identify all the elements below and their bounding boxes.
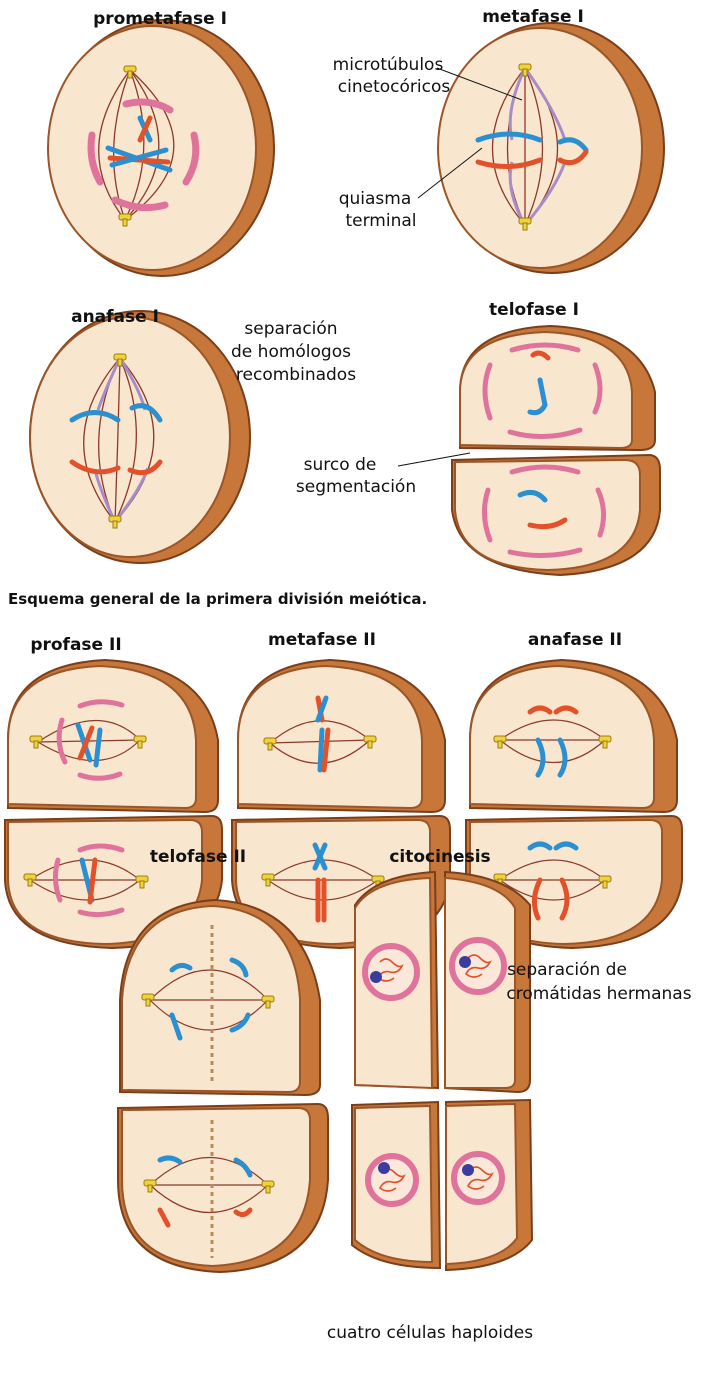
cell-anafase-1 <box>30 311 250 563</box>
annotation-separacion-cromatidas-line1: separación de <box>507 960 627 980</box>
stage-label-profase-2: profase II <box>30 635 121 655</box>
annotation-surco-line2: segmentación <box>296 477 416 497</box>
annotation-separacion-homologos-line1: separación <box>244 319 337 339</box>
annotation-microtubulos-line1: microtúbulos <box>333 55 444 75</box>
cell-telofase-1 <box>452 326 660 575</box>
stage-label-telofase-2: telofase II <box>150 847 246 867</box>
cell-telofase-2 <box>118 900 328 1272</box>
nucleus <box>365 946 417 998</box>
annotation-surco-line1: surco de <box>304 455 377 475</box>
stage-label-anafase-1: anafase I <box>71 307 159 327</box>
stage-label-citocinesis: citocinesis <box>389 847 490 867</box>
stage-label-prometafase-1: prometafase I <box>93 9 227 29</box>
annotation-separacion-homologos-line3: recombinados <box>236 365 356 385</box>
cell-metafase-1 <box>438 23 664 273</box>
figure-caption: Esquema general de la primera división m… <box>8 590 427 608</box>
nucleus <box>454 1154 502 1202</box>
stage-label-telofase-1: telofase I <box>489 300 579 320</box>
annotation-microtubulos-line2: cinetocóricos <box>338 77 451 97</box>
nucleus <box>368 1156 416 1204</box>
stage-label-metafase-1: metafase I <box>482 7 584 27</box>
annotation-quiasma-line1: quiasma <box>339 189 412 209</box>
stage-label-anafase-2: anafase II <box>528 630 622 650</box>
annotation-cuatro-celulas: cuatro células haploides <box>327 1323 533 1343</box>
annotation-quiasma-line2: terminal <box>345 211 416 231</box>
annotation-separacion-homologos-line2: de homólogos <box>231 342 351 362</box>
annotation-separacion-cromatidas-line2: cromátidas hermanas <box>506 984 691 1004</box>
stage-label-metafase-2: metafase II <box>268 630 376 650</box>
cell-prometafase-1 <box>48 20 274 276</box>
nucleus <box>452 940 504 992</box>
cell-citocinesis <box>352 872 532 1270</box>
